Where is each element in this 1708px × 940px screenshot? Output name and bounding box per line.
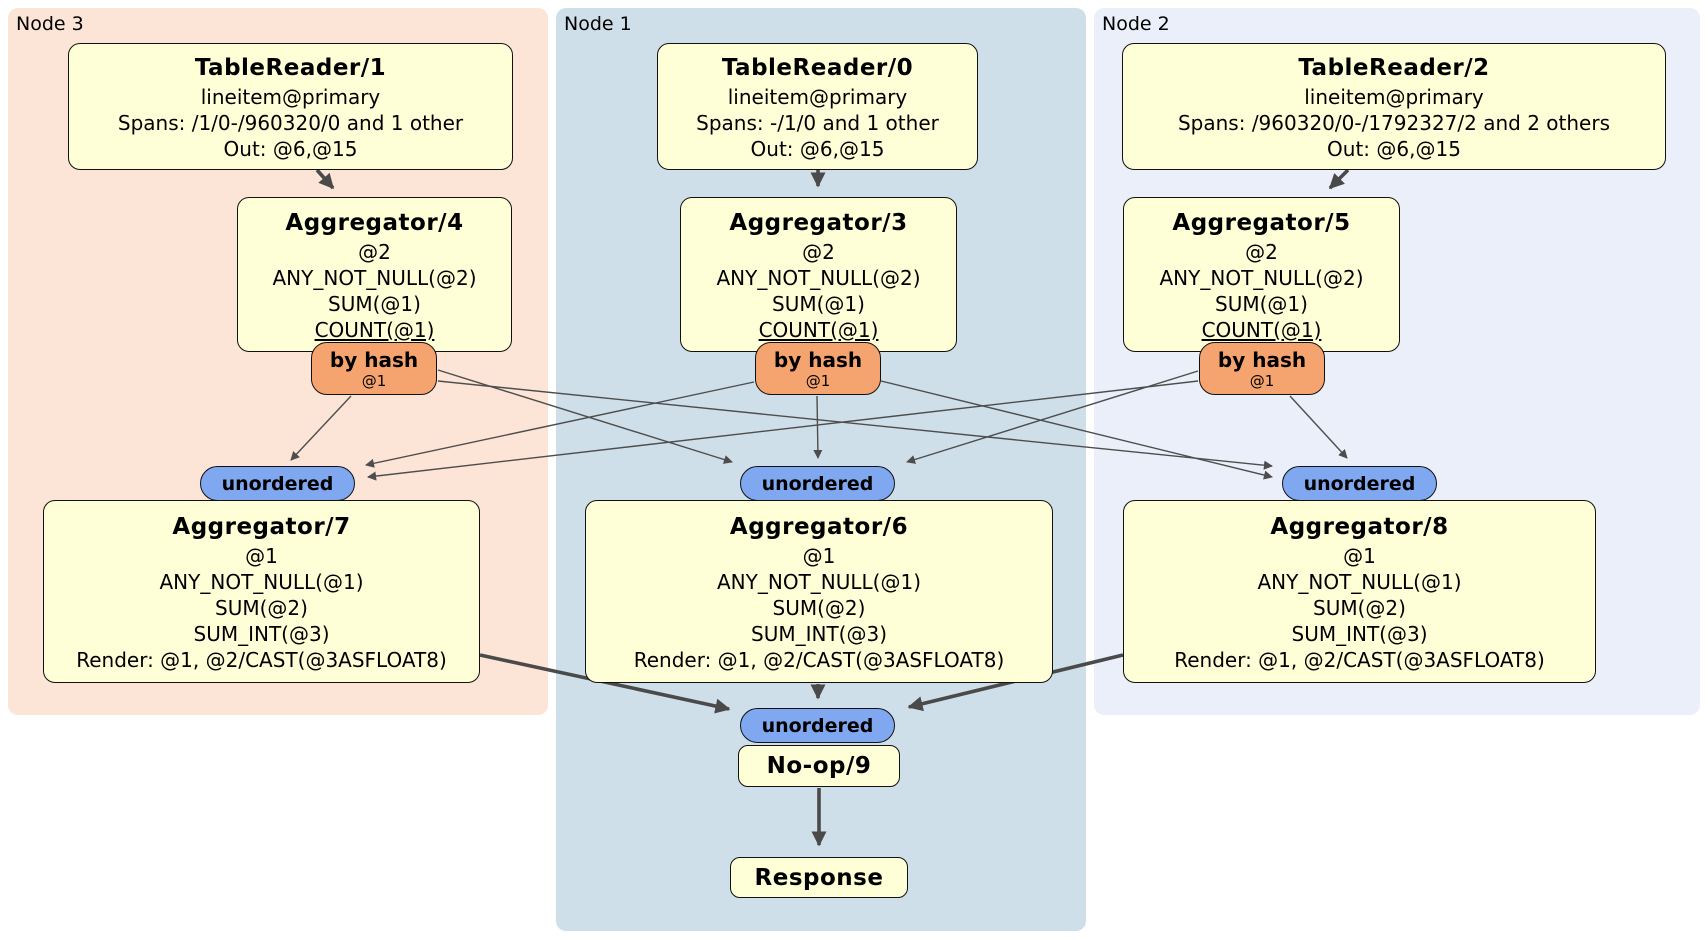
edge-byhash-node2-unordered-node1: [906, 370, 1199, 464]
processor-detail: @2: [1245, 239, 1278, 264]
sync-label: unordered: [221, 472, 334, 495]
processor-detail: SUM(@1): [1215, 291, 1308, 316]
processor-detail: Render: @1, @2/CAST(@3ASFLOAT8): [76, 647, 447, 672]
processor-title: Aggregator/3: [729, 209, 908, 236]
processor-detail: Out: @6,@15: [223, 136, 358, 161]
edge-tablereader1-aggregator4: [315, 168, 335, 190]
processor-detail: COUNT(@1): [1201, 317, 1322, 342]
edge-byhash-node3-unordered-node3: [290, 395, 352, 461]
processor-title: TableReader/2: [1298, 54, 1490, 81]
processor-title: Aggregator/7: [172, 513, 351, 540]
router-key: @1: [1249, 371, 1275, 390]
processor-detail: @1: [245, 543, 278, 568]
processor-detail: Render: @1, @2/CAST(@3ASFLOAT8): [1174, 647, 1545, 672]
processor-title: TableReader/0: [721, 54, 914, 81]
processor-detail: Spans: /1/0-/960320/0 and 1 other: [117, 110, 464, 135]
processor-detail: Render: @1, @2/CAST(@3ASFLOAT8): [633, 647, 1005, 672]
router-by-hash-node2: by hash @1: [1199, 342, 1325, 395]
edge-byhash-node1-unordered-node3: [365, 381, 755, 468]
processor-title: No-op/9: [766, 753, 872, 779]
router-label: by hash: [1217, 347, 1307, 372]
sync-unordered-node3: unordered: [200, 466, 355, 501]
sync-unordered-node2: unordered: [1282, 466, 1437, 501]
router-key: @1: [805, 371, 831, 390]
processor-detail: Out: @6,@15: [750, 136, 885, 161]
processor-detail: @1: [1343, 543, 1376, 568]
processor-title: Aggregator/4: [285, 209, 464, 236]
processor-detail: lineitem@primary: [1304, 84, 1484, 109]
processor-aggregator-8: Aggregator/8 @1 ANY_NOT_NULL(@1) SUM(@2)…: [1123, 500, 1596, 683]
processor-title: Aggregator/6: [729, 513, 909, 540]
router-by-hash-node1: by hash @1: [755, 342, 881, 395]
processor-title: Aggregator/5: [1172, 209, 1351, 236]
sync-label: unordered: [1303, 472, 1416, 495]
processor-noop-9: No-op/9: [738, 745, 900, 787]
processor-tablereader-1: TableReader/1 lineitem@primary Spans: /1…: [68, 43, 513, 170]
processor-title: Aggregator/8: [1270, 513, 1449, 540]
edge-byhash-node3-unordered-node2: [437, 380, 1274, 470]
processor-detail: Spans: /960320/0-/1792327/2 and 2 others: [1177, 110, 1610, 135]
processor-detail: @1: [802, 543, 836, 568]
edge-byhash-node2-unordered-node3: [366, 380, 1199, 481]
processor-title: TableReader/1: [194, 54, 387, 81]
sync-label: unordered: [761, 714, 874, 737]
router-key: @1: [361, 371, 387, 390]
processor-detail: SUM(@1): [328, 291, 421, 316]
processor-detail: @2: [802, 239, 835, 264]
processor-detail: ANY_NOT_NULL(@1): [1257, 569, 1462, 594]
processor-detail: lineitem@primary: [200, 84, 381, 109]
router-label: by hash: [773, 347, 863, 372]
edge-tablereader2-aggregator5: [1328, 168, 1350, 190]
processor-tablereader-0: TableReader/0 lineitem@primary Spans: -/…: [657, 43, 978, 170]
processor-detail: Out: @6,@15: [1327, 136, 1461, 161]
processor-detail: ANY_NOT_NULL(@2): [272, 265, 477, 290]
processor-detail: SUM(@2): [215, 595, 308, 620]
edge-byhash-node3-unordered-node1: [437, 369, 733, 464]
processor-detail: @2: [358, 239, 391, 264]
router-label: by hash: [329, 347, 419, 372]
processor-detail: SUM(@1): [772, 291, 865, 316]
router-by-hash-node3: by hash @1: [311, 342, 437, 395]
node-group-1-label: Node 1: [564, 13, 632, 35]
sync-label: unordered: [761, 472, 874, 495]
sync-unordered-final: unordered: [740, 708, 895, 743]
processor-detail: SUM(@2): [772, 595, 866, 620]
processor-detail: ANY_NOT_NULL(@1): [159, 569, 364, 594]
processor-aggregator-5: Aggregator/5 @2 ANY_NOT_NULL(@2) SUM(@1)…: [1123, 197, 1400, 352]
sync-unordered-node1: unordered: [740, 466, 895, 501]
edge-byhash-node1-unordered-node2: [880, 380, 1273, 480]
processor-detail: ANY_NOT_NULL(@2): [716, 265, 921, 290]
processor-tablereader-2: TableReader/2 lineitem@primary Spans: /9…: [1122, 43, 1666, 170]
processor-detail: SUM(@2): [1313, 595, 1406, 620]
edge-byhash-node1-unordered-node1: [813, 395, 823, 460]
processor-aggregator-7: Aggregator/7 @1 ANY_NOT_NULL(@1) SUM(@2)…: [43, 500, 480, 683]
processor-detail: ANY_NOT_NULL(@2): [1159, 265, 1364, 290]
processor-detail: Spans: -/1/0 and 1 other: [696, 110, 939, 135]
processor-detail: ANY_NOT_NULL(@1): [717, 569, 921, 594]
node-group-2-label: Node 2: [1102, 13, 1170, 35]
processor-detail: COUNT(@1): [314, 317, 435, 342]
edge-byhash-node2-unordered-node2: [1289, 395, 1348, 459]
node-group-3-label: Node 3: [16, 13, 84, 35]
processor-detail: lineitem@primary: [727, 84, 908, 109]
processor-response: Response: [730, 857, 908, 898]
processor-aggregator-4: Aggregator/4 @2 ANY_NOT_NULL(@2) SUM(@1)…: [237, 197, 512, 352]
processor-aggregator-6: Aggregator/6 @1 ANY_NOT_NULL(@1) SUM(@2)…: [585, 500, 1053, 683]
processor-title: Response: [754, 864, 884, 891]
processor-detail: COUNT(@1): [758, 317, 879, 342]
processor-detail: SUM_INT(@3): [193, 621, 330, 646]
processor-detail: SUM_INT(@3): [1291, 621, 1428, 646]
processor-aggregator-3: Aggregator/3 @2 ANY_NOT_NULL(@2) SUM(@1)…: [680, 197, 957, 352]
processor-detail: SUM_INT(@3): [751, 621, 887, 646]
